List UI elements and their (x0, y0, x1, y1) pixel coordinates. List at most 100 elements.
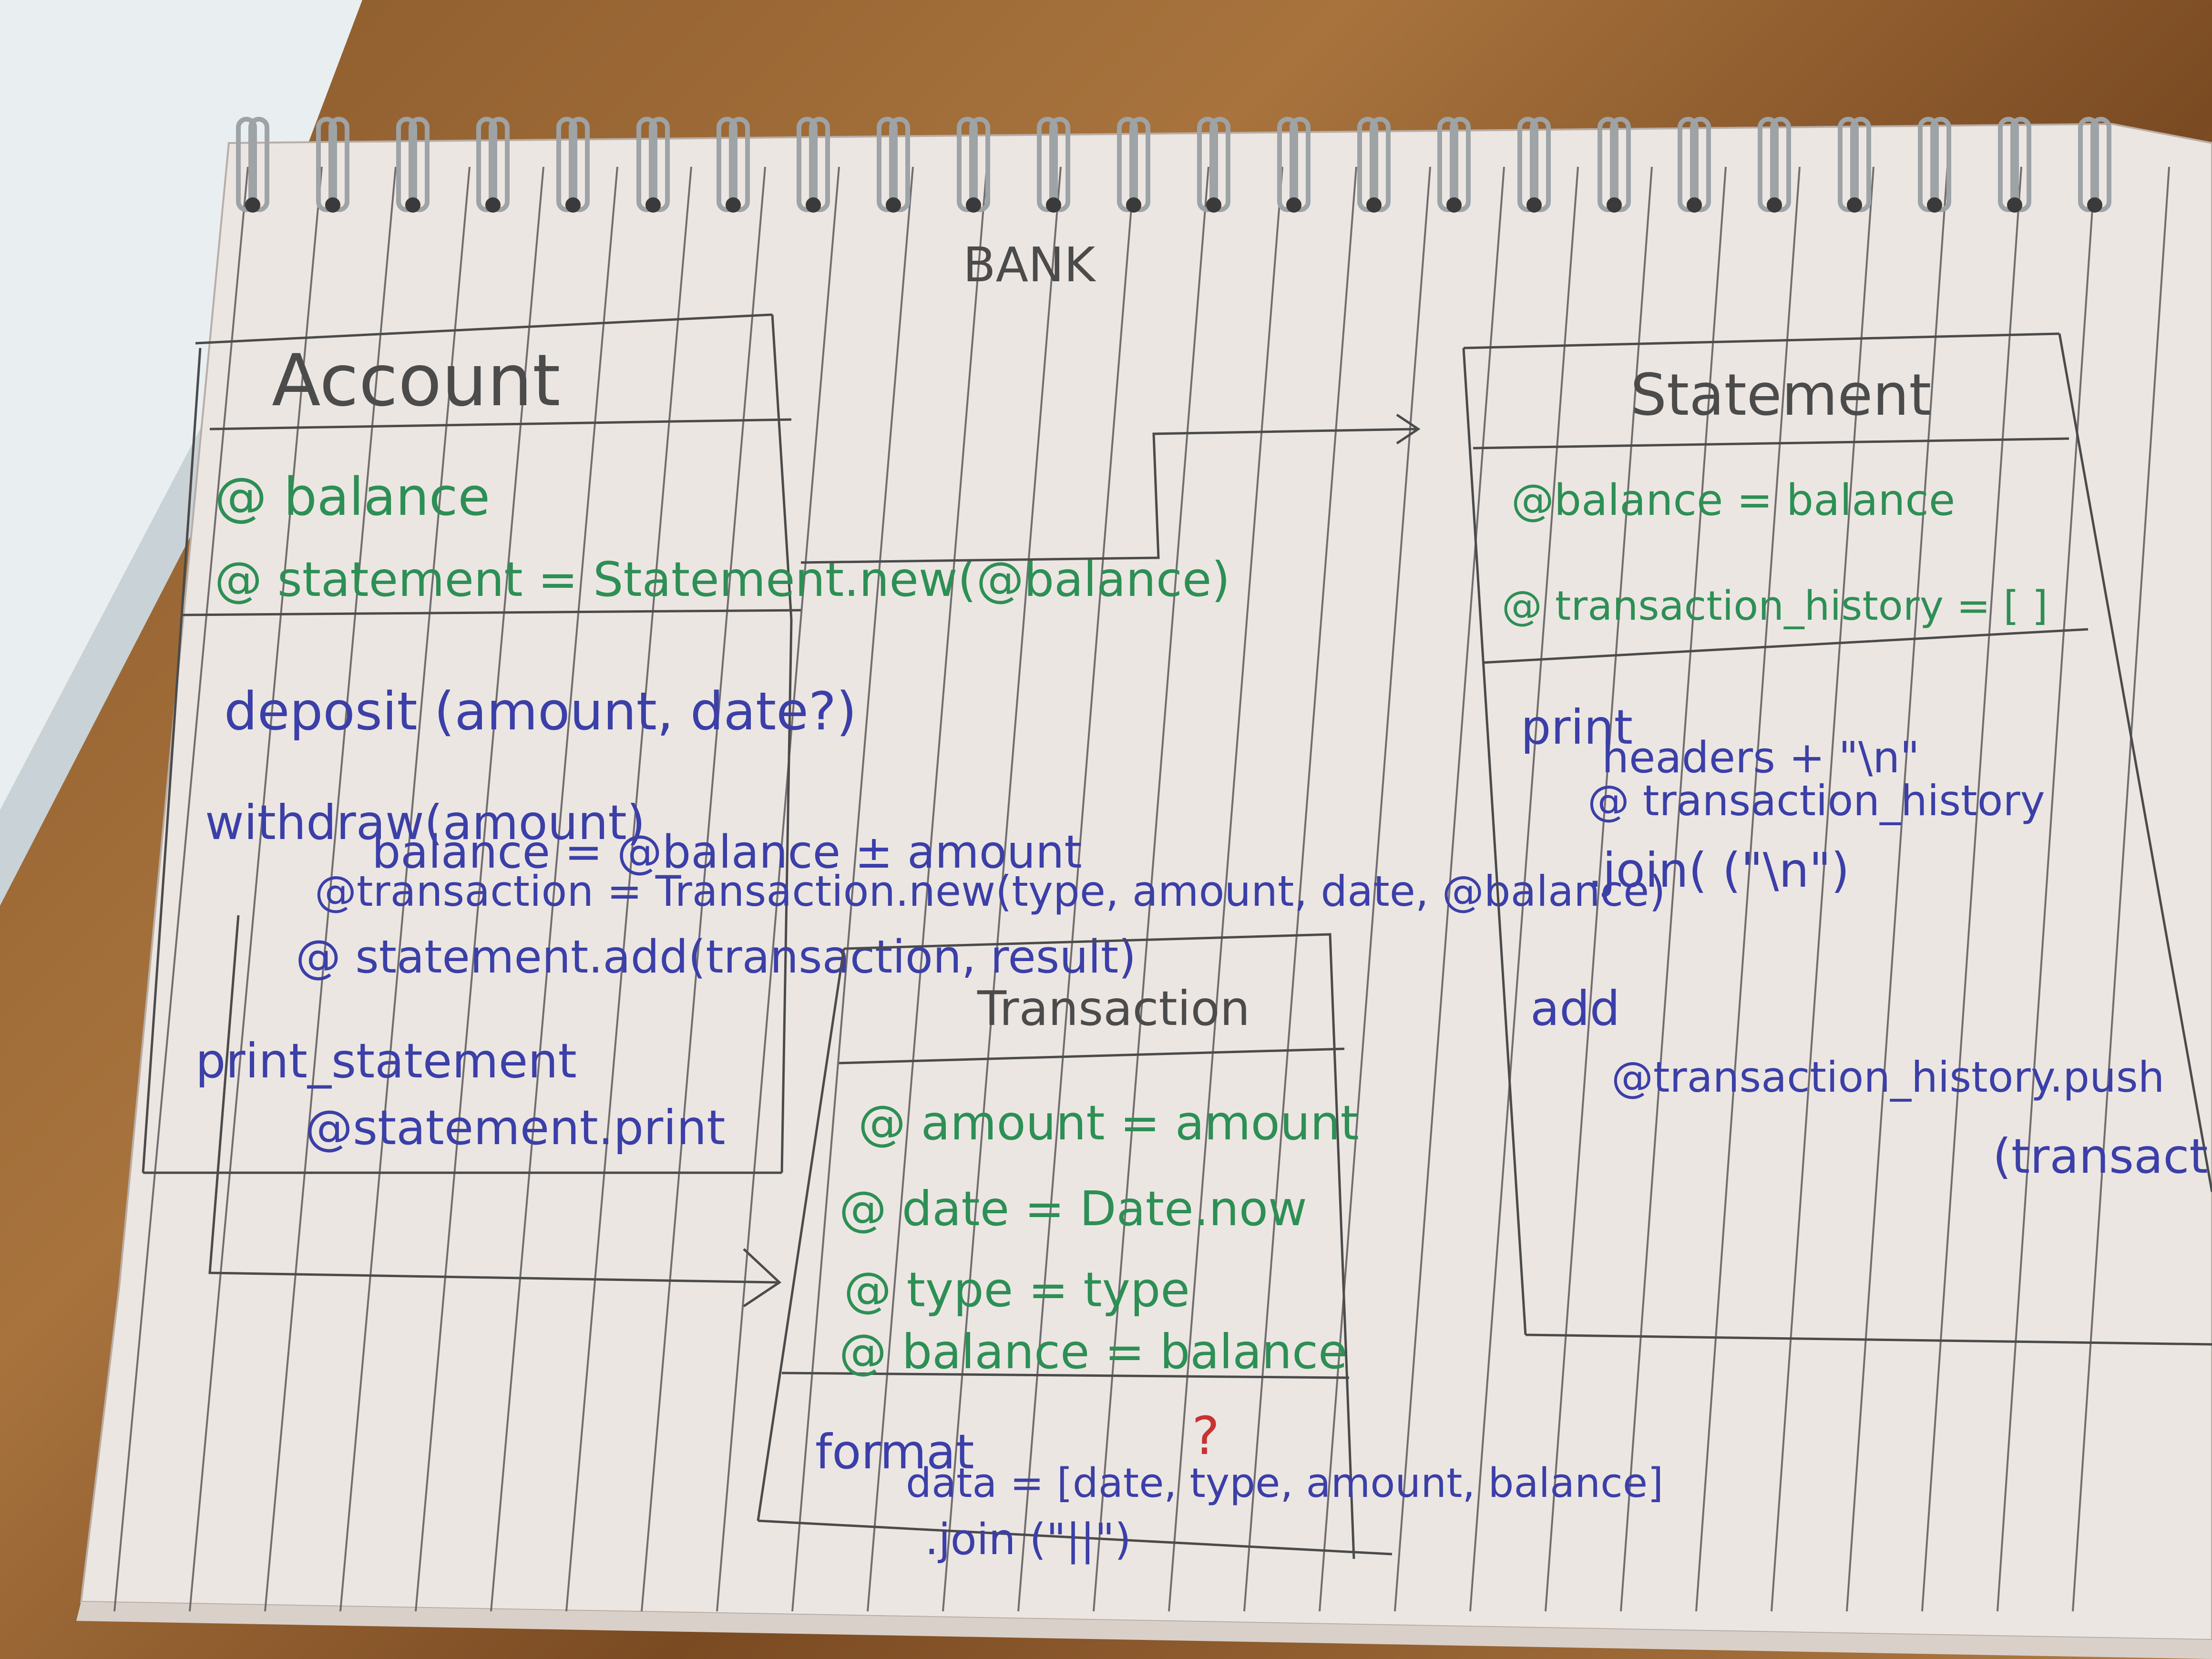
account-box (142, 313, 793, 1174)
statement-class-name: Statement (1630, 362, 1931, 429)
ruled-line (1545, 166, 1653, 1612)
statement-name-divider (1473, 437, 2069, 450)
spiral-binding (236, 117, 2111, 213)
ruled-line (189, 166, 323, 1612)
ruled-lines (113, 166, 2170, 1612)
ruled-line (716, 166, 840, 1612)
page-edge (76, 1602, 2212, 1659)
ruled-line (113, 166, 249, 1612)
ruled-line (1771, 166, 1874, 1612)
ruled-line (415, 166, 544, 1612)
statement-method-add: add (1530, 981, 1620, 1036)
ruled-line (565, 166, 692, 1612)
ruled-line (1319, 166, 1431, 1612)
ruled-line (339, 166, 471, 1612)
ruled-line (490, 166, 618, 1612)
spiral-ring (1197, 117, 1230, 213)
ruled-line (1620, 166, 1727, 1612)
spiral-ring (1357, 117, 1391, 213)
statement-print-line-1: headers + "\n" (1602, 733, 1920, 783)
transaction-format-line-1: data = [date, type, amount, balance] (906, 1460, 1663, 1507)
connector-account-to-statement (800, 413, 1421, 564)
account-name-divider (209, 418, 792, 430)
spiral-ring (957, 117, 990, 213)
statement-box (1462, 332, 2212, 1346)
connector-account-to-transaction (208, 915, 782, 1308)
spiral-ring (1277, 117, 1311, 213)
spiral-ring (1598, 117, 1631, 213)
ruled-line (1997, 166, 2096, 1612)
account-class: Account @ balance @ statement = Statemen… (142, 313, 1666, 1174)
spiral-ring (1838, 117, 1871, 213)
ruled-line (791, 166, 914, 1612)
spiral-ring (1998, 117, 2031, 213)
account-withdraw-line-1: balance = @balance ± amount (372, 826, 1082, 879)
account-method-deposit: deposit (amount, date?) (224, 681, 857, 742)
spiral-ring (1437, 117, 1471, 213)
statement-class: Statement @balance = balance @ transacti… (1462, 332, 2212, 1346)
statement-attr-divider (1482, 628, 2089, 664)
ruled-line (867, 166, 988, 1612)
transaction-attr-divider (781, 1372, 1350, 1379)
account-withdraw-line-2: @transaction = Transaction.new(type, amo… (315, 867, 1666, 916)
spiral-ring (396, 117, 430, 213)
spiral-ring (1758, 117, 1791, 213)
account-attr-statement: @ statement = Statement.new(@balance) (215, 552, 1230, 607)
spiral-ring (476, 117, 510, 213)
transaction-method-format: format (815, 1424, 974, 1480)
spiral-ring (236, 117, 269, 213)
transaction-attr-type: @ type = type (844, 1262, 1190, 1318)
ruled-line (1243, 166, 1357, 1612)
ruled-line (1093, 166, 1209, 1612)
spiral-ring (1678, 117, 1711, 213)
statement-attr-history: @ transaction_history = [ ] (1502, 583, 2048, 630)
ruled-line (1921, 166, 2022, 1612)
ruled-line (2072, 166, 2170, 1612)
account-method-withdraw: withdraw(amount) (205, 795, 645, 850)
spiral-ring (556, 117, 590, 213)
ruled-line (1017, 166, 1136, 1612)
account-method-print-statement: print_statement (195, 1033, 577, 1089)
ruled-line (641, 166, 766, 1612)
ruled-line (942, 166, 1062, 1612)
spiral-ring (1918, 117, 1951, 213)
spiral-ring (717, 117, 750, 213)
transaction-name-divider (839, 1047, 1345, 1065)
transaction-annotation: ? (1192, 1405, 1219, 1466)
ruled-line (264, 166, 397, 1612)
transaction-format-line-2: .join ("||") (925, 1515, 1131, 1565)
spiral-ring (877, 117, 910, 213)
transaction-class: Transaction @ amount = amount @ date = D… (757, 933, 1663, 1565)
transaction-box (757, 933, 1393, 1559)
notebook-page (80, 123, 2212, 1641)
transaction-attr-date: @ date = Date.now (839, 1181, 1307, 1237)
spiral-ring (1117, 117, 1150, 213)
diagram-title: BANK (963, 237, 1096, 293)
spiral-ring (2078, 117, 2111, 213)
statement-print-line-3: .join( ("\n") (1587, 842, 1850, 898)
transaction-attr-balance: @ balance = balance (839, 1324, 1348, 1380)
transaction-attr-amount: @ amount = amount (858, 1095, 1359, 1151)
account-class-name: Account (272, 339, 561, 422)
account-print-statement-body: @statement.print (305, 1100, 726, 1156)
account-attr-balance: @ balance (215, 466, 490, 527)
ruled-line (1394, 166, 1505, 1612)
spiral-ring (316, 117, 349, 213)
ruled-line (1168, 166, 1283, 1612)
ruled-line (1846, 166, 1948, 1612)
statement-add-line-2: (transaction (1993, 1128, 2212, 1184)
baseboard (0, 429, 238, 906)
spiral-ring (1037, 117, 1070, 213)
account-withdraw-line-3: @ statement.add(transaction, result) (296, 931, 1136, 983)
ruled-line (1695, 166, 1801, 1612)
statement-add-line-1: @transaction_history.push (1611, 1053, 2164, 1102)
spiral-ring (636, 117, 670, 213)
statement-attr-balance: @balance = balance (1511, 475, 1955, 525)
transaction-class-name: Transaction (977, 981, 1250, 1036)
ruled-line (1469, 166, 1579, 1612)
spiral-ring (797, 117, 830, 213)
spiral-ring (1517, 117, 1551, 213)
account-attr-divider (181, 609, 801, 616)
